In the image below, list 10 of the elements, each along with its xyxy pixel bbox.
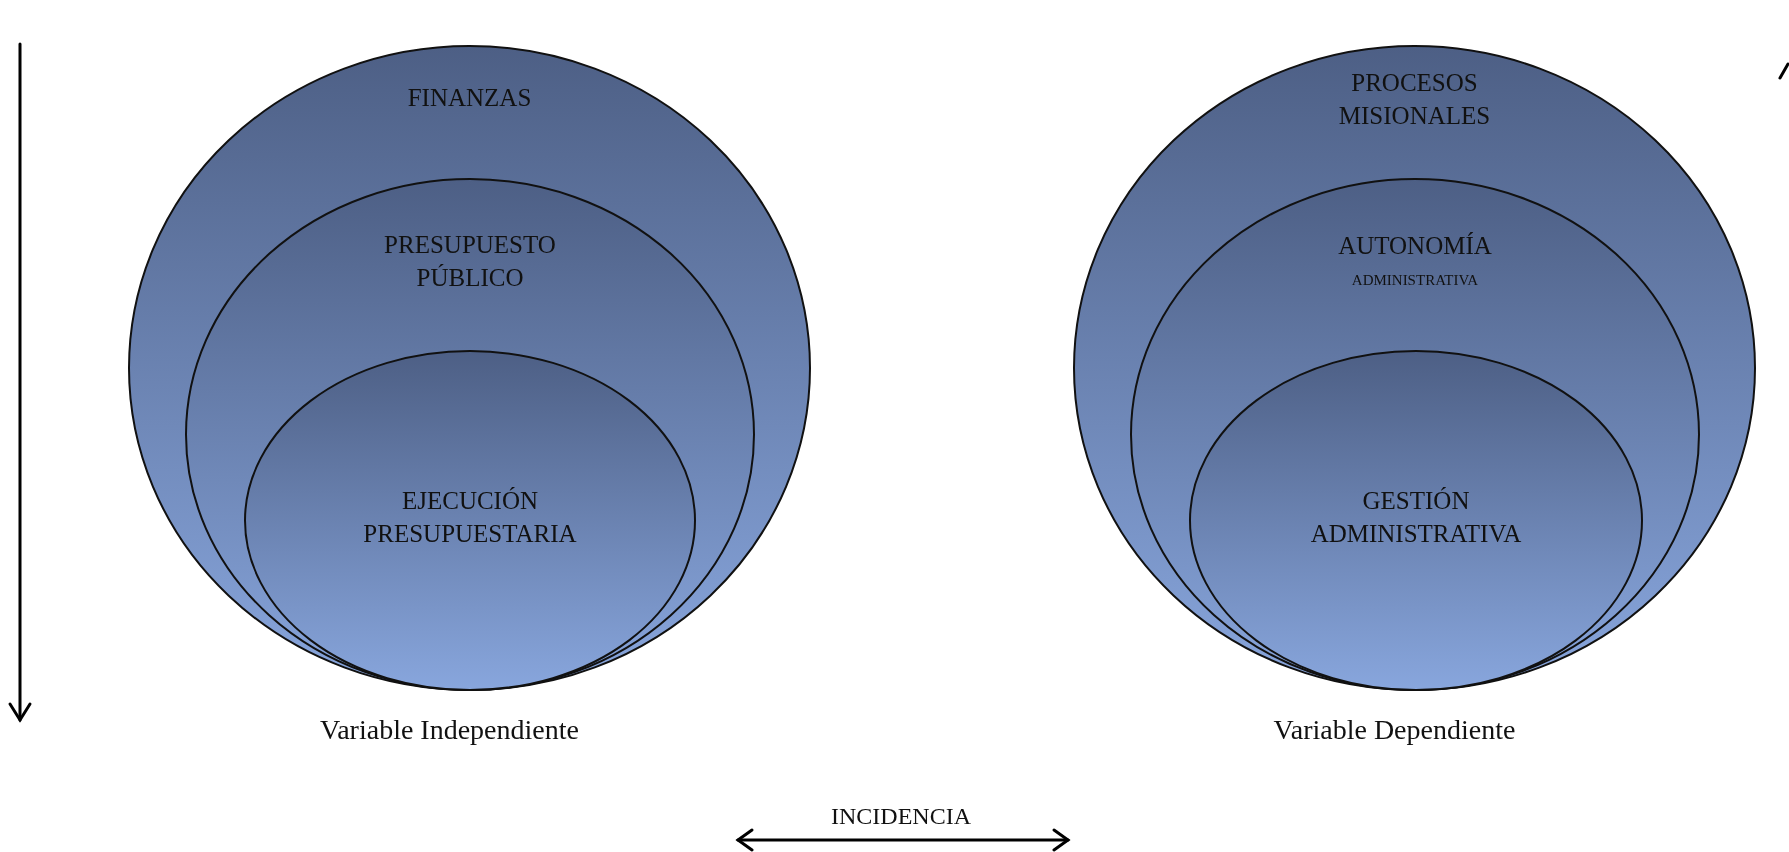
circle-label: PRESUPUESTO PÚBLICO bbox=[383, 230, 557, 293]
circle-label: FINANZAS bbox=[407, 83, 532, 113]
circle-label: AUTONOMÍA bbox=[1338, 231, 1492, 261]
circle-label: ADMINISTRATIVA bbox=[1351, 271, 1479, 290]
circle-label: PROCESOS MISIONALES bbox=[1337, 68, 1492, 131]
node-label: Variable Independiente bbox=[320, 714, 579, 746]
arrow-label: INCIDENCIA bbox=[831, 803, 971, 830]
circle-label: EJECUCIÓN PRESUPUESTARIA bbox=[362, 486, 578, 549]
node-label: Variable Dependiente bbox=[1273, 714, 1516, 746]
circle-label: GESTIÓN ADMINISTRATIVA bbox=[1309, 486, 1523, 549]
